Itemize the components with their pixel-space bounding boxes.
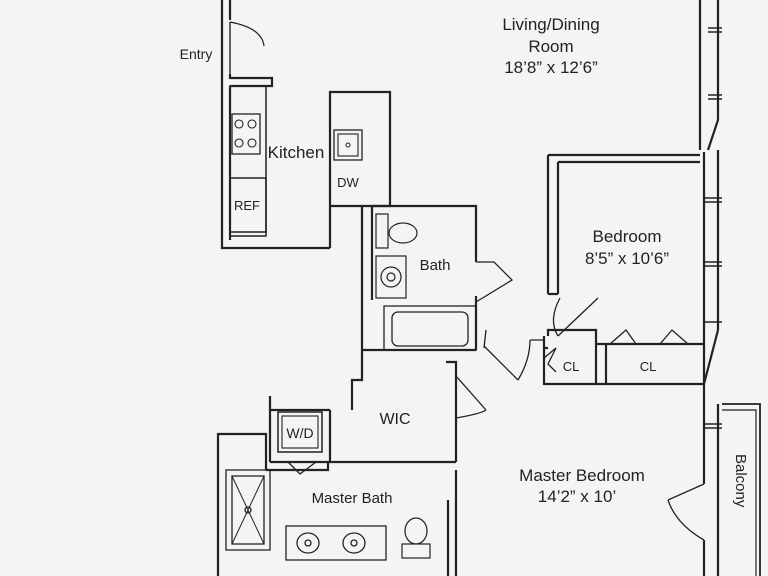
kitchen-label: Kitchen — [268, 143, 325, 162]
wic-label: WIC — [379, 411, 410, 428]
ref-label: REF — [234, 198, 260, 213]
master-bedroom-walls — [702, 384, 722, 576]
closet-2-label: CL — [640, 359, 657, 374]
master-bath-label: Master Bath — [312, 490, 393, 507]
stove-icon — [234, 119, 257, 148]
bath-label: Bath — [420, 257, 451, 274]
master-bath-walls — [216, 432, 458, 576]
bedroom-size: 8’5” x 10’6” — [585, 249, 669, 268]
wic-door — [455, 375, 487, 419]
entry-label: Entry — [180, 46, 213, 62]
living-room-name: Living/Dining — [502, 15, 599, 34]
vanity-icon — [285, 525, 387, 561]
closet-doors — [543, 329, 689, 373]
bedroom-name: Bedroom — [593, 227, 662, 246]
bedroom-door — [552, 297, 599, 337]
dw-label: DW — [337, 175, 359, 190]
bath-walls — [360, 204, 478, 352]
wd-label: W/D — [286, 425, 313, 441]
kitchen-island — [328, 90, 392, 248]
living-room-name-2: Room — [528, 37, 573, 56]
hall-door — [483, 336, 545, 381]
washer-dryer — [268, 410, 323, 475]
balcony-door — [667, 483, 705, 541]
master-bedroom-size: 14’2” x 10’ — [538, 487, 616, 506]
bedroom-walls — [546, 153, 704, 346]
sink-icon — [345, 142, 351, 148]
sink-basin-icon — [375, 255, 407, 299]
master-toilet-icon — [401, 517, 431, 559]
bath-door — [475, 261, 514, 349]
toilet-icon — [375, 213, 418, 249]
wic-walls — [268, 350, 458, 464]
balcony — [722, 403, 761, 576]
kitchen-counter — [229, 85, 267, 237]
closet-1-label: CL — [563, 359, 580, 374]
entry-door — [229, 21, 265, 74]
exterior-wall-right — [698, 0, 722, 385]
living-room-size: 18’8” x 12’6” — [504, 58, 598, 77]
shower-icon — [225, 469, 271, 551]
bathtub-icon — [383, 305, 477, 351]
closet-walls — [542, 336, 704, 386]
balcony-label: Balcony — [732, 454, 749, 508]
master-bedroom-name: Master Bedroom — [519, 466, 645, 485]
